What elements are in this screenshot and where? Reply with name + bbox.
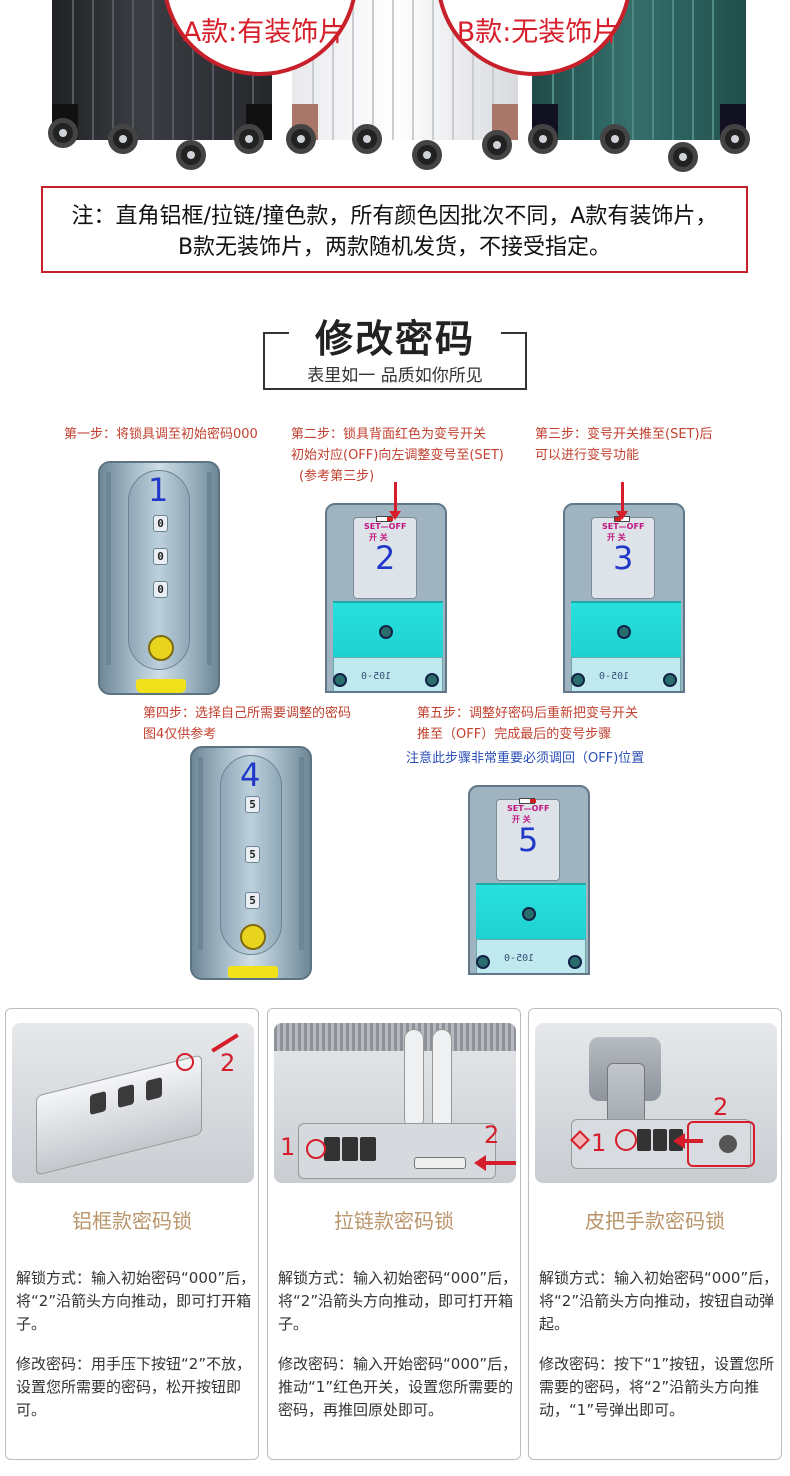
card2-unlock-text: 解锁方式：输入初始密码“000”后，将“2”沿箭头方向推动，即可打开箱子。 [278,1269,518,1333]
step3-lock-back-image: SET—OFF 开 关 3 105-0 [563,503,685,693]
card-frame-lock: 2 铝框款密码锁 解锁方式：输入初始密码“000”后，将“2”沿箭头方向推动，即… [5,1008,259,1460]
step5-lock-back-image: SET—OFF 开 关 5 105-0 [468,785,590,975]
card3-marker-2: 2 [713,1093,729,1121]
zipper-lock-photo: 1 2 [274,1023,516,1183]
card3-title: 皮把手款密码锁 [585,1209,725,1233]
card-zipper-lock: 1 2 拉链款密码锁 解锁方式：输入初始密码“000”后，将“2”沿箭头方向推动… [267,1008,521,1460]
step4-lock-image: 4 5 5 5 [190,746,312,980]
step2-caption: 第二步：锁具背面红色为变号开关 初始对应(OFF)向左调整变号至(SET) (参… [291,424,504,487]
badge-style-a-label: A款:有装饰片 [182,17,346,48]
step3-back-code: 105-0 [599,671,630,682]
step5-caption: 第五步：调整好密码后重新把变号开关 推至（OFF）完成最后的变号步骤 [417,703,638,745]
section-subtitle: 表里如一 品质如你所见 [307,366,483,386]
product-banner: A款:有装饰片 B款:无装饰片 [0,0,790,178]
card2-marker-2: 2 [484,1121,500,1149]
card3-unlock-text: 解锁方式：输入初始密码“000”后，将“2”沿箭头方向推动，按钮自动弹起。 [539,1269,779,1333]
lock-knob-icon [240,924,266,950]
step2-caption-line2: 初始对应(OFF)向左调整变号至(SET) [291,448,504,463]
step1-dial-3: 0 [153,581,168,598]
step5-back-code: 105-0 [504,953,535,964]
section-title: 修改密码 [290,308,500,363]
step4-dial-3: 5 [245,892,260,909]
step3-caption: 第三步：变号开关推至(SET)后 可以进行变号功能 [535,424,713,466]
step2-back-code: 105-0 [361,671,392,682]
step3-number: 3 [613,539,634,577]
card2-change-text: 修改密码：输入开始密码“000”后，推动“1”红色开关，设置您所需要的密码，再推… [278,1355,518,1419]
step2-switch-label-bottom: 开 关 [369,533,388,542]
step4-caption: 第四步：选择自己所需要调整的密码 图4仅供参考 [143,703,351,745]
step3-switch-label-bottom: 开 关 [607,533,626,542]
step1-number: 1 [148,471,169,509]
step1-dial-2: 0 [153,548,168,565]
step3-caption-line2: 可以进行变号功能 [535,448,640,463]
step2-caption-line3: (参考第三步) [299,469,375,484]
step1-lock-image: 1 0 0 0 [98,461,220,695]
step5-caption-line2: 推至（OFF）完成最后的变号步骤 [417,727,612,742]
step5-switch-label-top: SET—OFF [507,804,550,813]
step4-dial-2: 5 [245,846,260,863]
card3-change-text: 修改密码：按下“1”按钮，设置您所需要的密码，将“2”沿箭头方向推动，“1”号弹… [539,1355,775,1419]
section-title-frame [263,332,527,390]
step5-caption-line1: 第五步：调整好密码后重新把变号开关 [417,706,639,721]
step5-warning: 注意此步骤非常重要必须调回（OFF)位置 [406,751,645,766]
step2-caption-line1: 第二步：锁具背面红色为变号开关 [291,427,487,442]
step1-dial-1: 0 [153,515,168,532]
step4-caption-line1: 第四步：选择自己所需要调整的密码 [143,706,352,721]
card2-title: 拉链款密码锁 [334,1209,454,1233]
handle-lock-photo: 1 2 [535,1023,777,1183]
step2-number: 2 [375,539,396,577]
card1-marker-2: 2 [220,1049,236,1077]
frame-lock-photo: 2 [12,1023,254,1183]
step2-arrow-icon [389,482,401,520]
step3-caption-line1: 第三步：变号开关推至(SET)后 [535,427,713,442]
step4-caption-line2: 图4仅供参考 [143,727,217,742]
step5-switch-label-bottom: 开 关 [512,815,531,824]
card1-change-text: 修改密码：用手压下按钮“2”不放，设置您所需要的密码，松开按钮即可。 [16,1355,252,1419]
note-line-1: 注：直角铝框/拉链/撞色款，所有颜色因批次不同，A款有装饰片， [71,204,718,229]
lock-knob-icon [148,635,174,661]
card1-title: 铝框款密码锁 [72,1209,192,1233]
note-line-2: B款无装饰片，两款随机发货，不接受指定。 [177,235,612,260]
step3-arrow-icon [616,482,628,520]
step2-lock-back-image: SET—OFF 开 关 2 105-0 [325,503,447,693]
badge-style-b-label: B款:无装饰片 [456,17,620,48]
step3-switch-label-top: SET—OFF [602,522,645,531]
step4-number: 4 [240,756,261,794]
card1-unlock-text: 解锁方式：输入初始密码“000”后，将“2”沿箭头方向推动，即可打开箱子。 [16,1269,256,1333]
shipping-note: 注：直角铝框/拉链/撞色款，所有颜色因批次不同，A款有装饰片， B款无装饰片，两… [41,186,748,273]
card3-marker-1: 1 [591,1129,607,1157]
step1-caption: 第一步：将锁具调至初始密码000 [64,427,258,442]
card2-marker-1: 1 [280,1133,296,1161]
step5-number: 5 [518,821,539,859]
step2-switch-label-top: SET—OFF [364,522,407,531]
step4-dial-1: 5 [245,796,260,813]
card-handle-lock: 1 2 皮把手款密码锁 解锁方式：输入初始密码“000”后，将“2”沿箭头方向推… [528,1008,782,1460]
